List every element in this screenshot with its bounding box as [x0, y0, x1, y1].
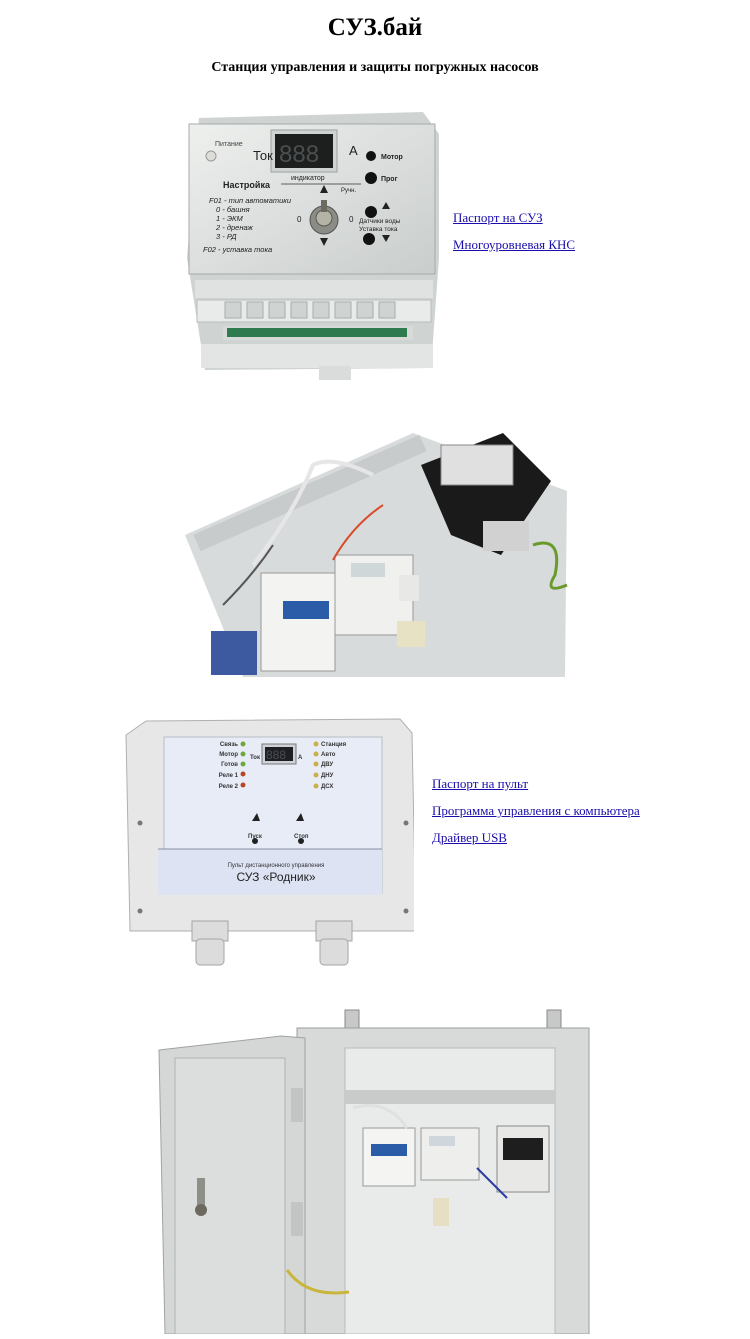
current-setpoint-label: Уставка тока [359, 226, 398, 233]
link-multilevel-kns[interactable]: Многоуровневая КНС [453, 237, 576, 252]
remote-panel-photo: Связь Мотор Готов Реле 1 Реле 2 Станция … [124, 717, 417, 969]
zero-left-label: 0 [297, 215, 302, 224]
led-label-dsh: ДСХ [321, 784, 333, 790]
stop-label: Стоп [294, 834, 309, 840]
mode-title: F01 - тип автоматики [209, 196, 292, 205]
zero-right-label: 0 [349, 215, 354, 224]
page-title: СУЗ.бай [327, 14, 423, 41]
page-subtitle: Станция управления и защиты погружных на… [211, 60, 539, 75]
setpoint-title: F02 - уставка тока [203, 245, 272, 254]
sensors-label: Датчики воды [359, 218, 401, 225]
mode-option-3: 3 - РД [216, 232, 237, 241]
cabinet-photo [157, 1008, 592, 1335]
controller-photo: Питание Ток А 888 Мотор Прог индикатор Н… [183, 108, 443, 383]
mode-option-2: 2 - дренаж [215, 223, 254, 232]
panel-brand: СУЗ «Родник» [236, 870, 315, 884]
panel-amp-label: А [298, 755, 303, 761]
led-label-rele1: Реле 1 [219, 773, 239, 779]
link-usb-driver[interactable]: Драйвер USB [432, 830, 507, 845]
indicator-label: индикатор [291, 175, 325, 182]
current-label: Ток [253, 148, 273, 163]
panel-display-readout: 888 [266, 748, 286, 762]
power-label: Питание [215, 141, 243, 148]
led-label-svyaz: Связь [220, 742, 238, 748]
mounting-plate-photo [183, 425, 568, 680]
section3-links: Паспорт на пульт Программа управления с … [432, 777, 640, 845]
led-label-dvu: ДВУ [321, 762, 333, 768]
led-label-gotov: Готов [221, 762, 238, 768]
led-label-rele2: Реле 2 [219, 784, 239, 790]
start-label: Пуск [248, 834, 262, 840]
link-remote-passport[interactable]: Паспорт на пульт [432, 776, 529, 791]
link-suz-passport[interactable]: Паспорт на СУЗ [453, 210, 543, 225]
led-label-dnu: ДНУ [321, 773, 334, 779]
amp-label: А [349, 143, 358, 158]
motor-label: Мотор [381, 154, 403, 161]
display-readout: 888 [279, 141, 319, 168]
led-label-motor: Мотор [219, 752, 238, 758]
section1-links: Паспорт на СУЗ Многоуровневая КНС [453, 211, 575, 252]
panel-caption: Пульт дистанционного управления [228, 863, 325, 869]
setting-label: Настройка [223, 180, 271, 190]
link-pc-control-program[interactable]: Программа управления с компьютера [432, 803, 640, 818]
led-label-avto: Авто [321, 752, 336, 758]
led-label-stantsiya: Станция [321, 742, 347, 748]
prog-label: Прог [381, 176, 398, 183]
mode-option-1: 1 - ЭКМ [216, 214, 243, 223]
manual-label: Ручн. [341, 188, 356, 194]
panel-current-label: Ток [250, 755, 260, 761]
mode-option-0: 0 - башня [216, 205, 250, 214]
